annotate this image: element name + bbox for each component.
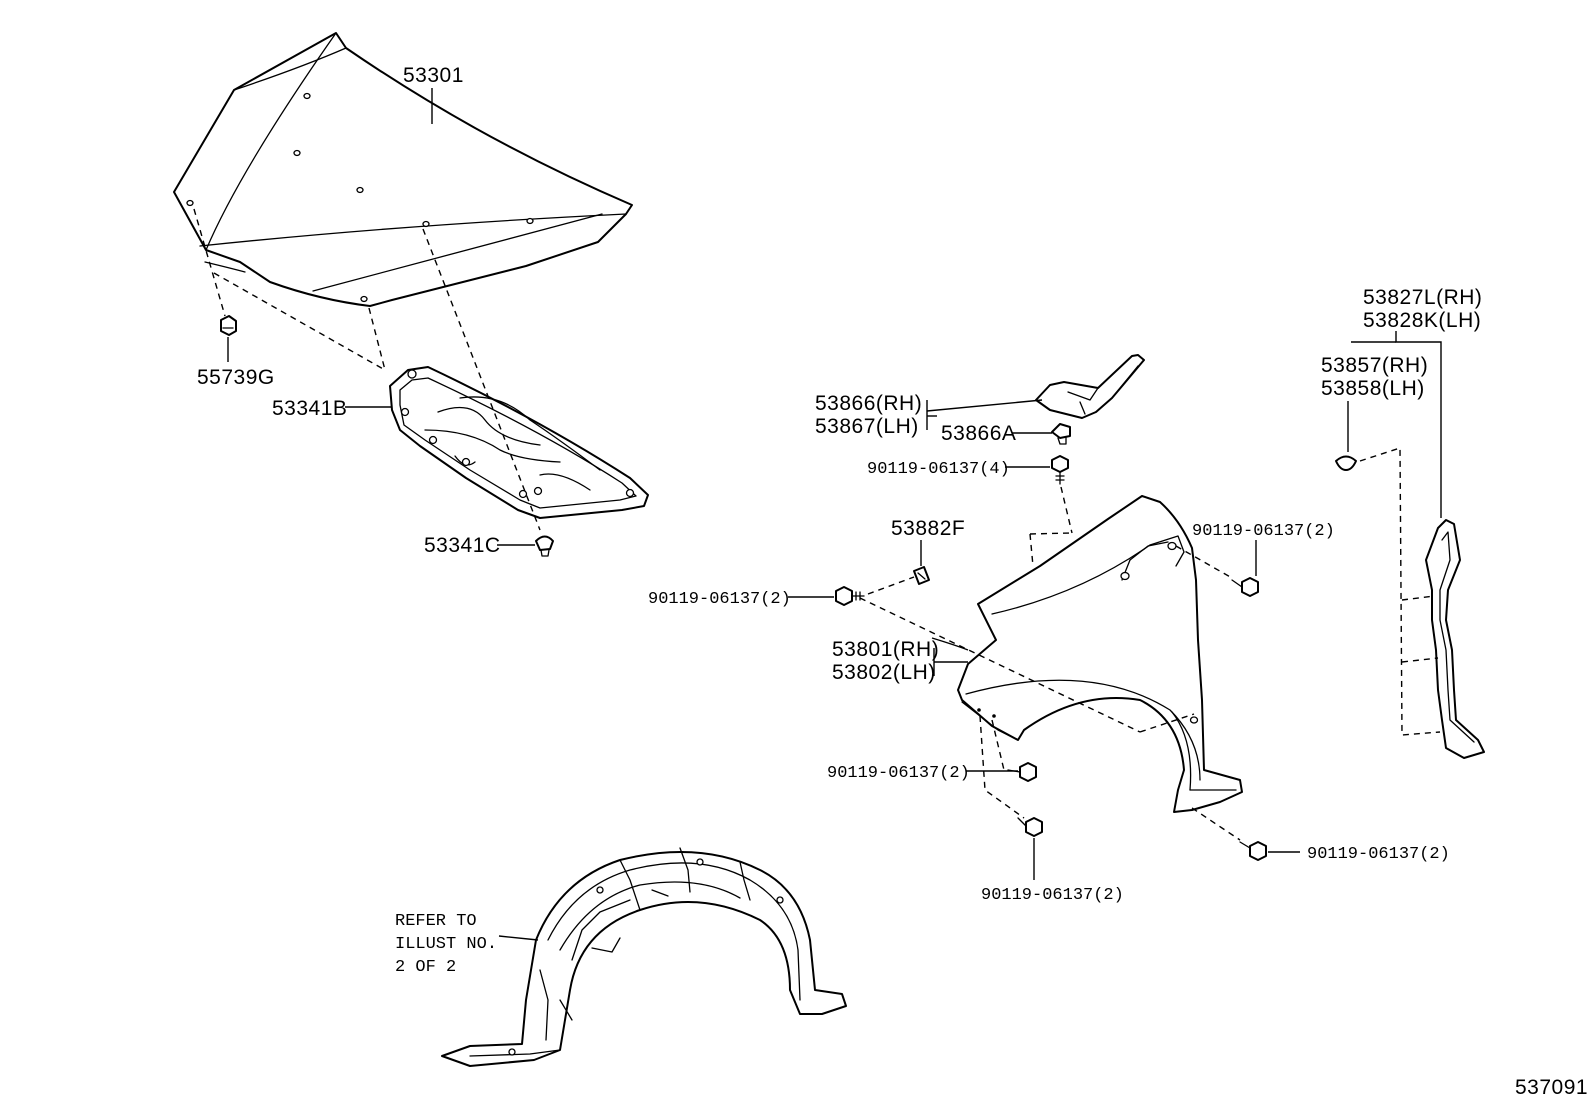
label-fender-rh: 53801(RH) [832, 638, 939, 661]
shield-clip [1335, 455, 1357, 471]
label-shield-lh: 53828K(LH) [1363, 309, 1481, 332]
label-insulator: 53341B [272, 397, 347, 420]
front-fender [957, 495, 1243, 813]
fender-bolt-upper-right [1231, 577, 1259, 597]
label-seal-clip: 53866A [941, 422, 1016, 445]
fender-shield [1425, 519, 1485, 759]
label-nut: 53882F [891, 517, 965, 540]
label-clip-lh: 53858(LH) [1321, 377, 1425, 400]
label-insulator-clip: 53341C [424, 534, 501, 557]
label-hood-cushion: 55739G [197, 366, 275, 389]
label-bolt-lower-right: 90119-06137(2) [1307, 845, 1450, 864]
label-bolt-upper-right: 90119-06137(2) [1192, 522, 1335, 541]
fender-seal [1035, 354, 1145, 419]
label-bolt-lower-mid: 90119-06137(2) [827, 764, 970, 783]
hood-cushion [220, 315, 237, 336]
label-bolt-top: 90119-06137(4) [867, 460, 1010, 479]
insulator-clip [535, 535, 554, 557]
label-clip-rh: 53857(RH) [1321, 354, 1428, 377]
fender-bolt-left [835, 586, 865, 606]
label-seal-rh: 53866(RH) [815, 392, 922, 415]
label-bolt-bottom: 90119-06137(2) [981, 886, 1124, 905]
seal-clip [1051, 423, 1071, 445]
label-refer-line2: ILLUST NO. [395, 935, 497, 954]
illustration-number: 537091 [1515, 1076, 1588, 1099]
label-shield-rh: 53827L(RH) [1363, 286, 1482, 309]
clip-nut [913, 566, 930, 585]
fender-bolt-lower-mid [1007, 762, 1037, 782]
fender-liner [441, 847, 847, 1067]
label-refer-line1: REFER TO [395, 912, 477, 931]
label-fender-lh: 53802(LH) [832, 661, 936, 684]
fender-bolt-top [1051, 455, 1069, 485]
fender-bolt-bottom [1017, 817, 1043, 837]
hood-insulator [389, 366, 649, 519]
label-bolt-left: 90119-06137(2) [648, 590, 791, 609]
fender-bolt-lower-right [1239, 841, 1267, 861]
label-hood: 53301 [403, 64, 464, 87]
label-seal-lh: 53867(LH) [815, 415, 919, 438]
label-refer-line3: 2 OF 2 [395, 958, 456, 977]
